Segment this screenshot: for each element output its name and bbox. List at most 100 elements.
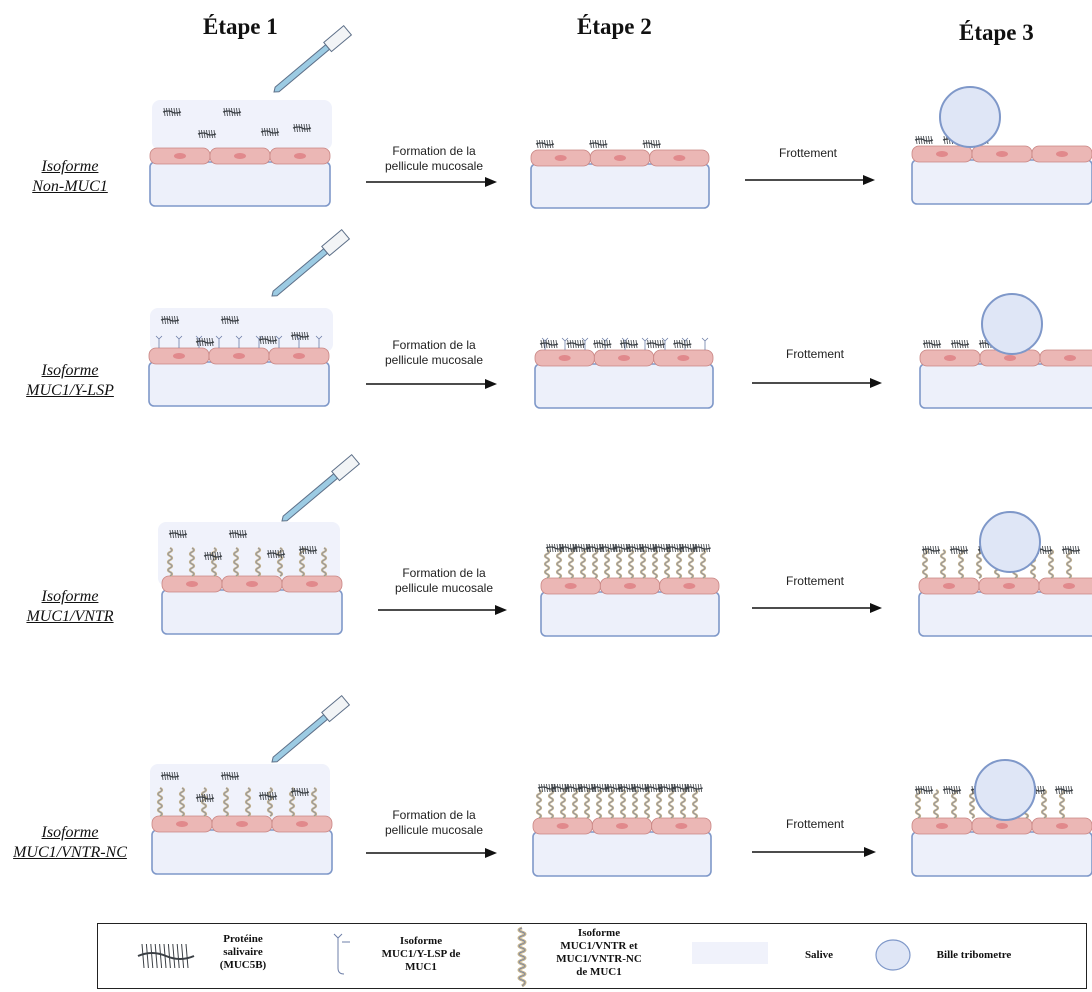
- mucin-bristle: [267, 335, 269, 345]
- mucin-bristle: [599, 783, 602, 793]
- mucin-bristle: [982, 339, 984, 349]
- mucin-bristle: [708, 543, 711, 553]
- mucin-bristle: [164, 315, 166, 325]
- mucin-bristle: [242, 529, 244, 539]
- mucin-bristle: [666, 543, 669, 553]
- vntr-core: [922, 549, 928, 579]
- mucin-bristle: [615, 783, 618, 793]
- mucin-bristle: [687, 543, 690, 553]
- vntr-core: [652, 549, 658, 579]
- arrow-label-line: Formation de la: [392, 808, 476, 822]
- mucin-bristle: [663, 543, 666, 553]
- mucin-bristle: [655, 139, 658, 149]
- mucin-bristle: [626, 543, 629, 553]
- mucin-bristle: [979, 339, 982, 349]
- vntr-core: [688, 549, 694, 579]
- legend-line: salivaire: [223, 946, 263, 958]
- mucin-bristle: [1077, 545, 1080, 555]
- mucin-protein: [684, 783, 703, 793]
- mucin-bristle: [299, 545, 302, 555]
- mucin-bristle: [673, 783, 676, 793]
- mucin-bristle: [548, 339, 550, 349]
- cell-nucleus: [673, 155, 686, 161]
- arrow-head: [485, 379, 497, 389]
- y-lsp-isoform: [661, 337, 669, 350]
- y-lsp-isoform: [235, 335, 243, 348]
- legend-mucin-bristle: [172, 943, 176, 969]
- mucin-protein: [914, 135, 934, 145]
- mucin-bristle: [551, 783, 554, 793]
- vntr-core: [580, 549, 586, 579]
- vntr-isoform: [320, 547, 328, 577]
- vntr-isoform: [950, 789, 958, 819]
- process-arrow: [378, 605, 507, 615]
- mucin-bristle: [645, 783, 648, 793]
- tribometer-bead: [981, 293, 1043, 355]
- vntr-core: [311, 787, 317, 817]
- vntr-core: [632, 789, 638, 819]
- mucin-protein: [266, 549, 286, 559]
- mucin-bristle: [544, 139, 546, 149]
- mucin-bristle: [541, 139, 544, 149]
- mucin-bristle: [1047, 545, 1049, 555]
- vntr-core: [692, 789, 698, 819]
- mucin-bristle: [569, 543, 572, 553]
- arrow-label-formation: Formation de la pellicule mucosale: [364, 144, 504, 174]
- mucin-bristle: [1065, 545, 1067, 555]
- mucin-protein: [258, 335, 278, 345]
- mucin-bristle: [601, 339, 604, 349]
- mucin-bristle: [266, 127, 269, 137]
- mucin-bristle: [299, 331, 301, 341]
- mucin-bristle: [206, 337, 209, 347]
- legend-mucin-bristle: [176, 943, 180, 969]
- vntr-core: [616, 549, 622, 579]
- mucin-bristle: [562, 543, 565, 553]
- legend-line: Isoforme: [577, 927, 621, 939]
- arrow-label-formation: Formation de la pellicule mucosale: [364, 808, 504, 838]
- mucin-bristle: [546, 543, 549, 553]
- mucin-protein: [921, 545, 941, 555]
- mucin-bristle: [567, 543, 570, 553]
- mucin-bristle: [294, 787, 296, 797]
- mucin-bristle: [956, 785, 958, 795]
- mucin-bristle: [578, 543, 581, 553]
- mucin-bristle: [226, 315, 229, 325]
- mucin-bristle: [312, 545, 314, 555]
- arrow-label-line: Formation de la: [392, 144, 476, 158]
- mucin-bristle: [306, 331, 309, 341]
- process-arrow: [366, 848, 497, 858]
- mucin-bristle: [928, 135, 930, 145]
- mucin-bristle: [269, 791, 272, 801]
- mucin-bristle: [678, 339, 681, 349]
- vntr-isoform: [968, 789, 976, 819]
- mucin-bristle: [166, 107, 168, 117]
- cell-nucleus: [234, 153, 246, 159]
- cell-nucleus: [1063, 583, 1075, 589]
- vntr-isoform: [679, 789, 687, 819]
- mucin-bristle: [583, 783, 586, 793]
- legend-mucin-bristle: [154, 943, 158, 969]
- vntr-isoform: [1047, 549, 1055, 579]
- mucin-bristle: [1065, 785, 1068, 795]
- mucin-bristle: [599, 139, 602, 149]
- mucin-protein: [203, 551, 223, 561]
- mucin-bristle: [694, 543, 697, 553]
- mucin-bristle: [306, 123, 308, 133]
- mucin-bristle: [166, 315, 169, 325]
- mucin-bristle: [955, 545, 958, 555]
- mucin-protein: [642, 139, 661, 149]
- mucin-bristle: [639, 543, 642, 553]
- cell-nucleus: [624, 583, 636, 589]
- vntr-core: [596, 789, 602, 819]
- mucin-protein: [589, 139, 608, 149]
- mucin-bristle: [304, 545, 307, 555]
- vntr-core: [608, 789, 614, 819]
- cell-nucleus: [944, 355, 956, 361]
- mucin-bristle: [647, 339, 650, 349]
- vntr-core: [299, 547, 305, 577]
- mucin-bristle: [567, 783, 570, 793]
- vntr-isoform: [567, 549, 575, 579]
- mucin-bristle: [262, 335, 264, 345]
- mucin-bristle: [1070, 785, 1073, 795]
- mucin-bristle: [296, 331, 299, 341]
